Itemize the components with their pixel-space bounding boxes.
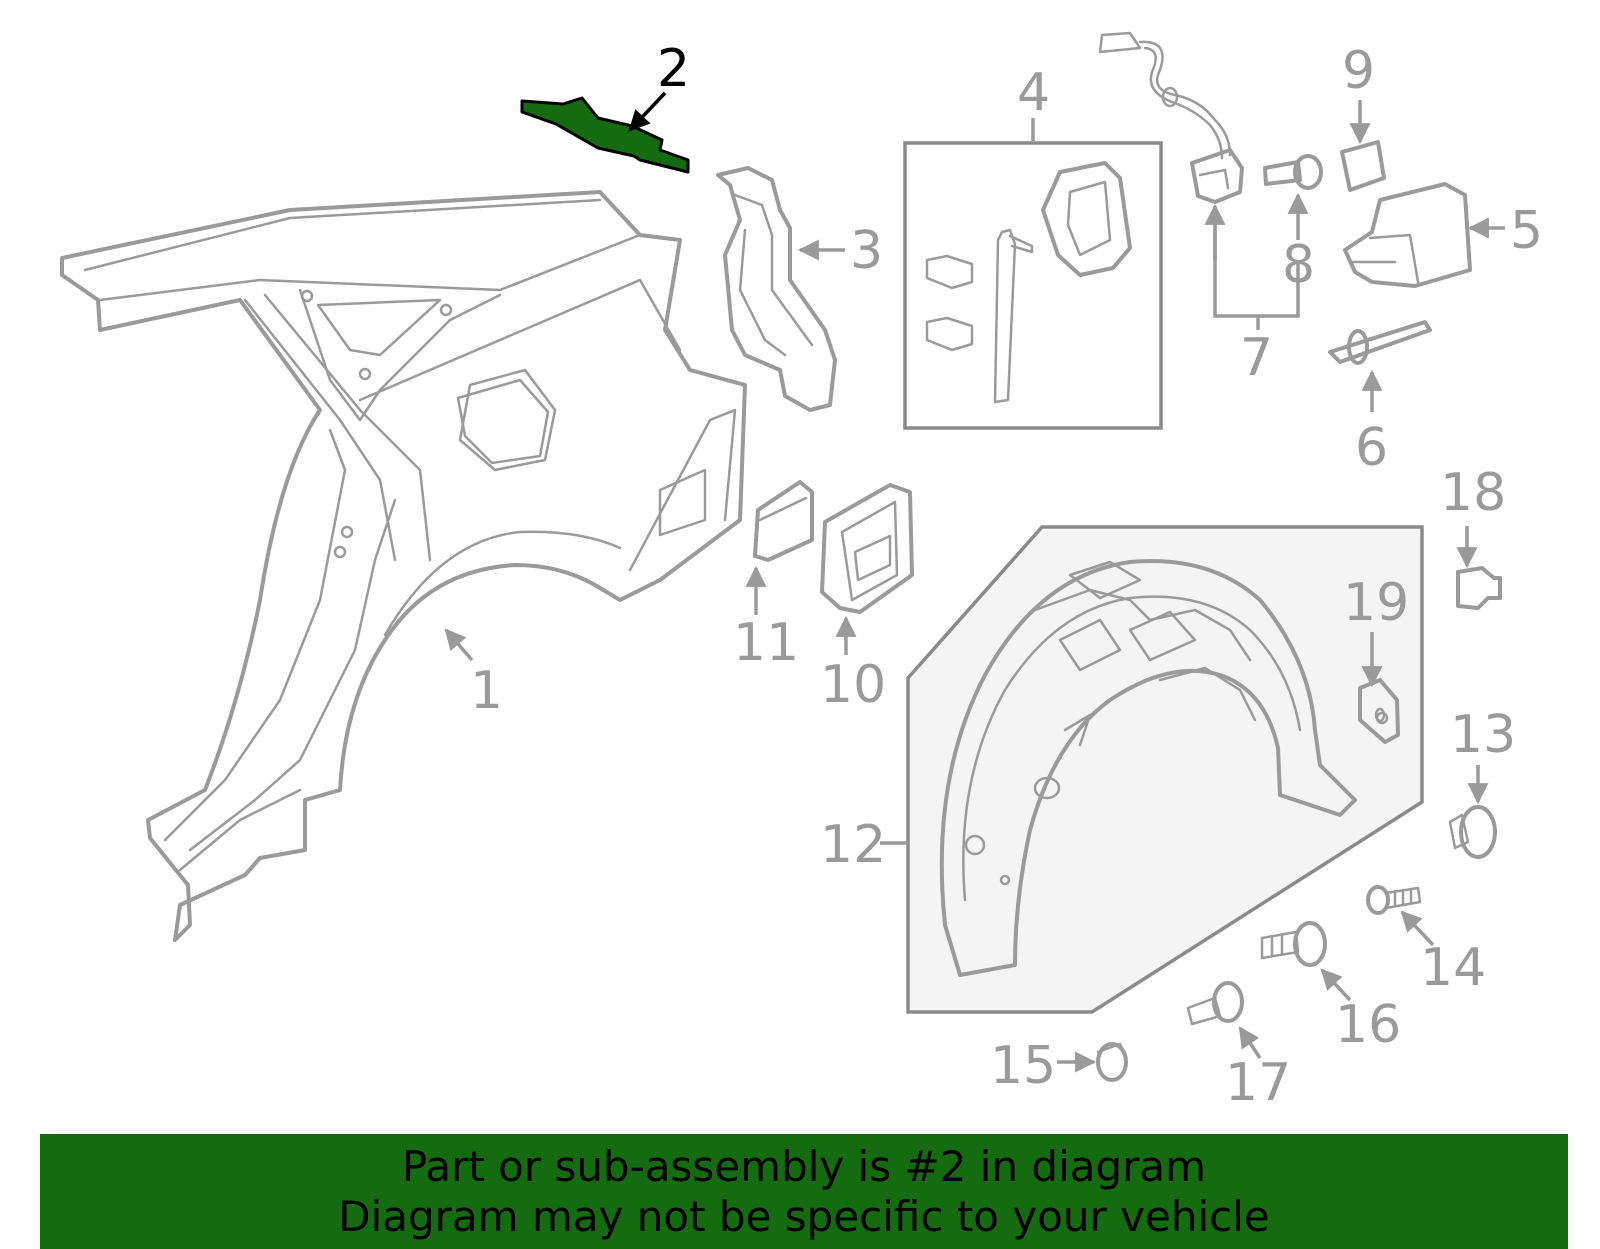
fuel-door-actuator-part-5 (1343, 182, 1472, 288)
callout-18: 18 (1440, 463, 1506, 523)
clip-part-11 (753, 480, 814, 562)
banner-line-2: Diagram may not be specific to your vehi… (338, 1191, 1270, 1241)
callout-1: 1 (470, 661, 503, 721)
callout-10: 10 (820, 655, 886, 715)
callout-7: 7 (1240, 328, 1273, 388)
push-pin-part-6 (1328, 320, 1432, 365)
callout-13: 13 (1450, 705, 1516, 765)
callout-16: 16 (1335, 995, 1401, 1055)
bolt-part-17 (1186, 981, 1244, 1026)
cap-part-9 (1340, 140, 1386, 192)
callout-labels: 1 2 3 4 5 6 7 8 9 10 11 12 13 14 15 16 1… (470, 39, 1543, 1113)
callout-6: 6 (1355, 418, 1388, 478)
trim-piece-part-3 (716, 166, 837, 412)
callout-11: 11 (733, 613, 799, 673)
callout-12: 12 (820, 815, 886, 875)
sensor-cable-part-7 (1098, 31, 1244, 204)
quarter-panel-part-1 (60, 190, 747, 942)
part-4-group-box (903, 141, 1163, 430)
highlighted-part-2 (520, 96, 690, 174)
info-banner: Part or sub-assembly is #2 in diagram Di… (40, 1134, 1568, 1249)
callout-9: 9 (1342, 41, 1375, 101)
callout-2: 2 (657, 39, 690, 99)
bolt-part-16 (1260, 921, 1327, 967)
callout-5: 5 (1510, 201, 1543, 261)
wheel-liner-part-12 (939, 559, 1389, 977)
bracket-part-10 (820, 483, 914, 614)
screw-part-14 (1366, 885, 1422, 915)
leader-lines (444, 91, 1505, 1073)
clip-part-13 (1448, 805, 1497, 859)
callout-8: 8 (1282, 235, 1315, 295)
clip-part-15 (1096, 1042, 1128, 1082)
callout-19: 19 (1343, 573, 1409, 633)
callout-15: 15 (990, 1036, 1056, 1096)
banner-line-1: Part or sub-assembly is #2 in diagram (401, 1141, 1207, 1191)
callout-17: 17 (1225, 1053, 1291, 1113)
clip-part-18 (1456, 566, 1502, 610)
callout-4: 4 (1017, 63, 1050, 123)
fuel-door-part-4 (925, 161, 1132, 404)
bolt-part-8 (1263, 154, 1323, 190)
callout-3: 3 (850, 221, 883, 281)
callout-14: 14 (1420, 938, 1486, 998)
